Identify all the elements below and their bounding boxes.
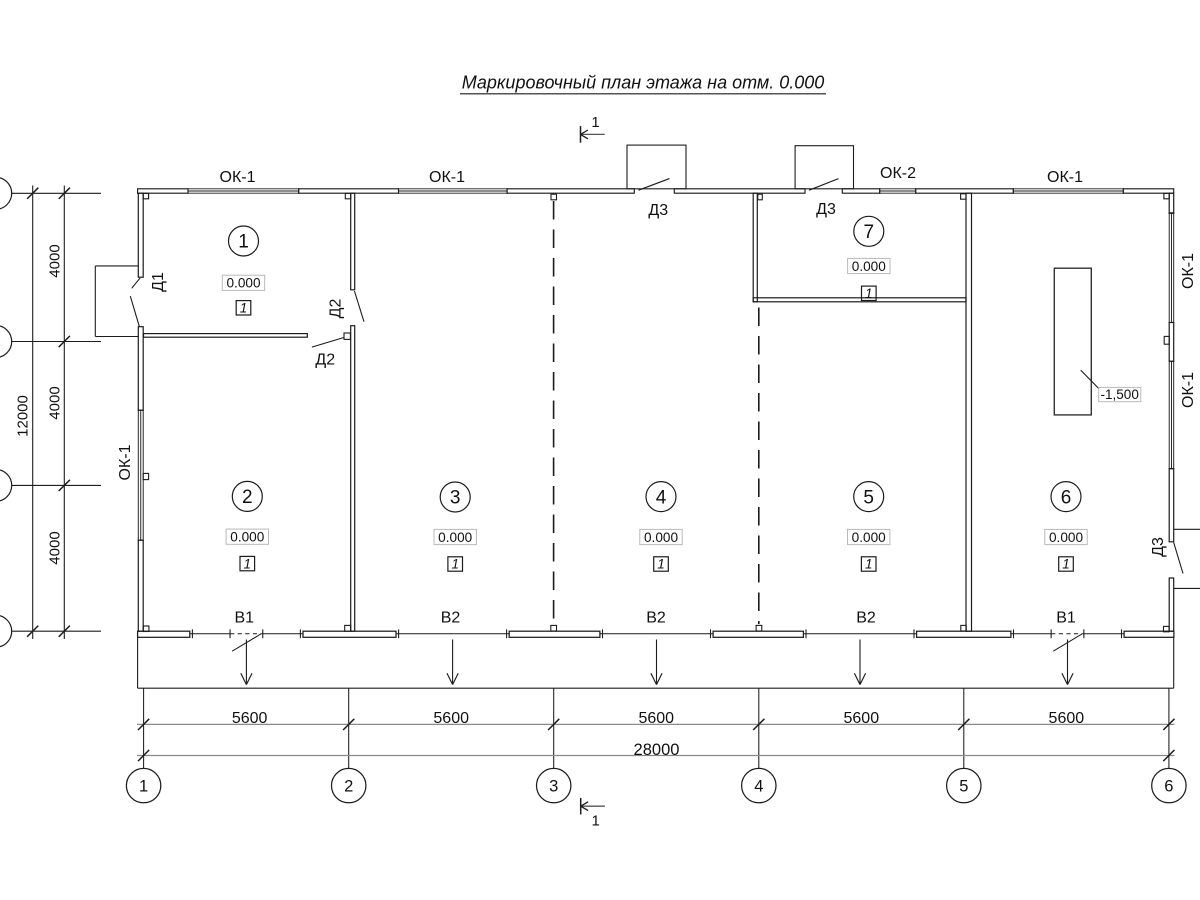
svg-text:6: 6 (1164, 778, 1173, 796)
svg-text:3: 3 (450, 488, 461, 509)
svg-text:ОК-1: ОК-1 (1047, 169, 1083, 186)
svg-text:В1: В1 (1056, 610, 1076, 627)
svg-text:5600: 5600 (638, 710, 674, 727)
svg-text:1: 1 (1062, 557, 1070, 572)
svg-text:6: 6 (1061, 487, 1072, 508)
svg-text:1: 1 (591, 114, 599, 131)
svg-text:ОК-1: ОК-1 (220, 169, 256, 186)
svg-text:ОК-1: ОК-1 (117, 444, 134, 480)
svg-text:ОК-2: ОК-2 (880, 165, 916, 182)
svg-text:Д2: Д2 (315, 352, 335, 369)
svg-text:2: 2 (344, 778, 353, 796)
svg-text:0.000: 0.000 (1049, 530, 1083, 545)
svg-text:0.000: 0.000 (438, 530, 472, 545)
svg-text:4000: 4000 (46, 386, 63, 419)
svg-text:1: 1 (451, 557, 459, 572)
svg-text:-1,500: -1,500 (1101, 387, 1139, 402)
svg-text:3: 3 (549, 778, 558, 796)
svg-text:1: 1 (865, 557, 873, 572)
svg-text:0.000: 0.000 (644, 530, 678, 545)
svg-text:7: 7 (864, 222, 875, 243)
svg-text:0.000: 0.000 (852, 530, 886, 545)
svg-text:В2: В2 (856, 610, 876, 627)
svg-text:0.000: 0.000 (226, 276, 260, 291)
svg-text:4000: 4000 (46, 531, 63, 564)
svg-text:Д3: Д3 (1150, 537, 1167, 557)
svg-text:1: 1 (865, 286, 873, 301)
svg-text:Д1: Д1 (150, 272, 167, 292)
svg-text:1: 1 (240, 301, 248, 316)
svg-text:1: 1 (592, 813, 600, 830)
svg-text:Маркировочный план этажа на от: Маркировочный план этажа на отм. 0.000 (462, 73, 825, 93)
svg-text:В1: В1 (235, 609, 255, 626)
svg-text:1: 1 (238, 232, 249, 253)
svg-text:5600: 5600 (1049, 710, 1085, 727)
svg-text:В2: В2 (646, 610, 666, 627)
svg-text:0.000: 0.000 (230, 530, 264, 545)
svg-text:Д3: Д3 (816, 201, 836, 218)
svg-text:5600: 5600 (844, 710, 880, 727)
svg-text:1: 1 (657, 557, 665, 572)
svg-text:ОК-1: ОК-1 (1180, 253, 1197, 289)
svg-text:4: 4 (754, 778, 763, 796)
svg-text:Д3: Д3 (648, 202, 668, 219)
svg-text:1: 1 (244, 556, 252, 571)
svg-text:В2: В2 (441, 609, 461, 626)
svg-text:1: 1 (139, 778, 148, 796)
svg-text:ОК-1: ОК-1 (1180, 372, 1197, 408)
svg-text:4: 4 (656, 487, 667, 508)
svg-text:ОК-1: ОК-1 (429, 169, 465, 186)
svg-text:0.000: 0.000 (852, 259, 886, 274)
svg-text:5: 5 (959, 778, 968, 796)
svg-text:5600: 5600 (232, 710, 268, 727)
svg-text:2: 2 (242, 487, 253, 508)
svg-text:4000: 4000 (46, 244, 63, 277)
svg-text:12000: 12000 (15, 395, 32, 437)
svg-text:5600: 5600 (433, 710, 469, 727)
svg-text:5: 5 (863, 487, 874, 508)
svg-text:Д2: Д2 (328, 299, 345, 319)
svg-text:28000: 28000 (634, 741, 680, 759)
